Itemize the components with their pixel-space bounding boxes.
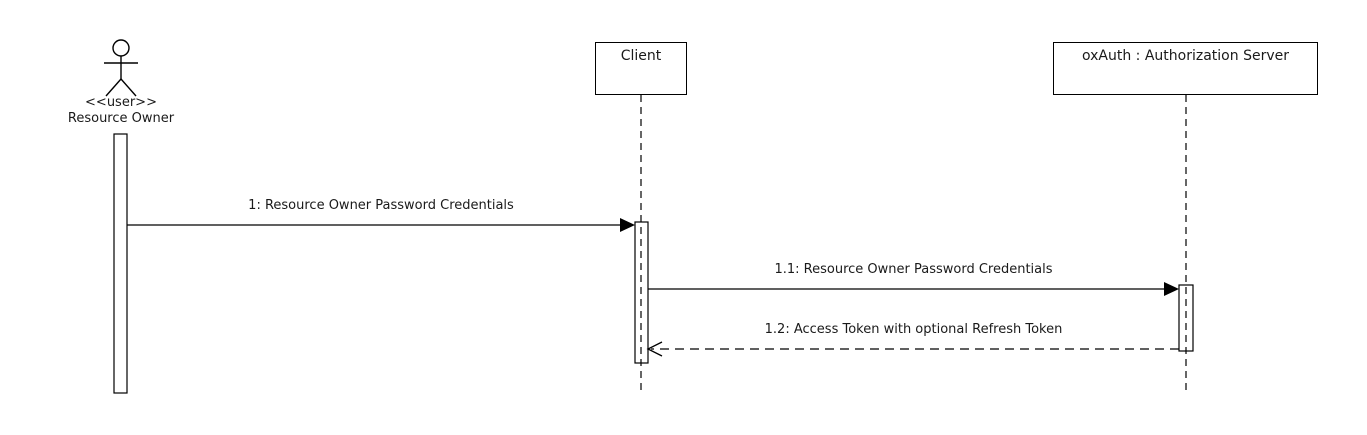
actor-leg-left (105, 78, 122, 97)
message-2-arrowhead (1164, 282, 1179, 296)
message-1-arrowhead (620, 218, 635, 232)
client-lifeline-head: Client (595, 42, 687, 95)
actor-head (112, 39, 130, 57)
message-2-arrow (648, 282, 1179, 296)
client-activation-bar (634, 221, 649, 364)
message-3-arrowhead (646, 341, 663, 357)
actor-stereotype-label: <<user>> (85, 95, 157, 110)
oxauth-lifeline-head: oxAuth : Authorization Server (1053, 42, 1318, 95)
message-1-arrow (127, 218, 635, 232)
message-2-label: 1.1: Resource Owner Password Credentials (774, 262, 1053, 277)
actor-leg-right (120, 78, 137, 97)
resource-owner-activation-bar (113, 133, 128, 394)
actor-figure (104, 39, 138, 97)
message-3-arrow (646, 341, 1179, 357)
message-1-label: 1: Resource Owner Password Credentials (248, 198, 514, 213)
oxauth-activation-bar (1178, 284, 1194, 352)
actor-name-label: Resource Owner (67, 111, 175, 126)
message-3-label: 1.2: Access Token with optional Refresh … (764, 322, 1063, 337)
